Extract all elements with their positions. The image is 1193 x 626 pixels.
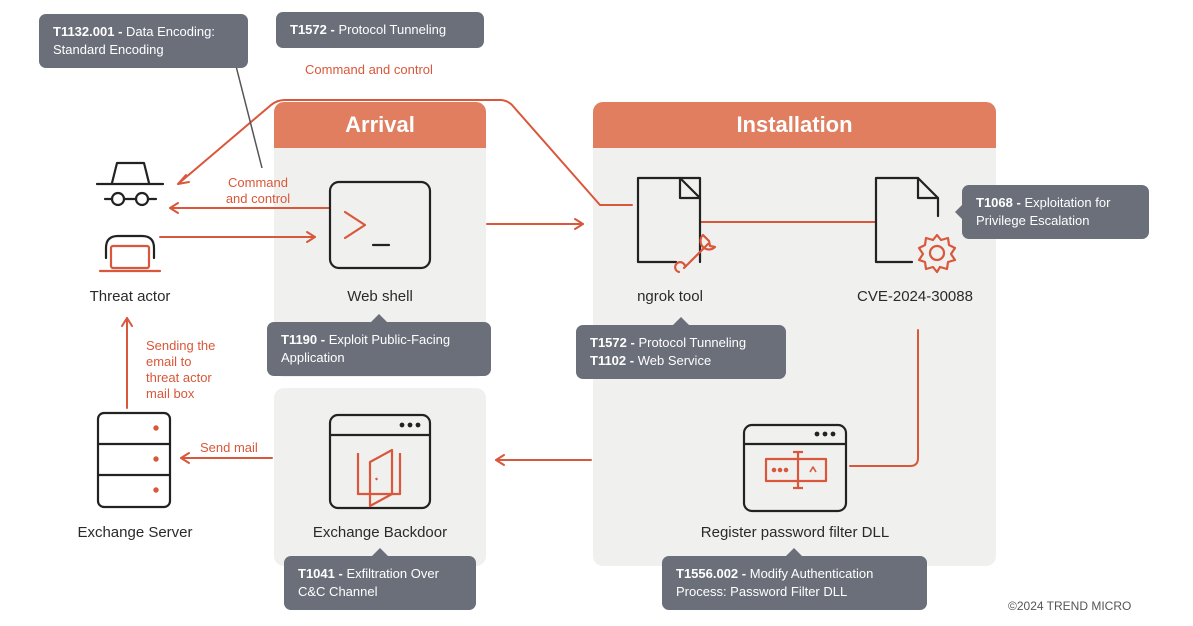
server-to-actor-arrowhead: [121, 317, 133, 327]
installation-panel-title: Installation: [593, 102, 996, 148]
cve-to-dll-connector: [849, 329, 919, 467]
technique-tag-t1572-t1102: T1572 - Protocol Tunneling T1102 - Web S…: [576, 325, 786, 379]
server-icon: [96, 411, 172, 509]
technique-tag-t1068: T1068 - Exploitation for Privilege Escal…: [962, 185, 1149, 239]
sending-email-label: Sending the email to threat actor mail b…: [146, 338, 215, 402]
technique-name: Protocol Tunneling: [338, 22, 447, 37]
technique-tag-t1572-top: T1572 - Protocol Tunneling: [276, 12, 484, 48]
file-wrench-icon: [636, 176, 717, 274]
c2-left-line-1: Command: [228, 175, 288, 190]
technique-name: Exploit Public-Facing: [328, 332, 451, 347]
technique-id: T1132.001: [53, 24, 115, 39]
web-shell-label: Web shell: [347, 288, 413, 305]
technique-tag-t1190: T1190 - Exploit Public-Facing Applicatio…: [267, 322, 491, 376]
exchange-backdoor-panel: [274, 388, 486, 566]
technique-id: T1572: [590, 335, 627, 350]
cve-label: CVE-2024-30088: [857, 288, 973, 305]
window-door-icon: [328, 413, 432, 510]
sending-line-4: mail box: [146, 386, 195, 401]
copyright: ©2024 TREND MICRO: [1008, 599, 1132, 613]
c2-left-line-2: and control: [225, 191, 291, 206]
technique-name: Protocol Tunneling: [638, 335, 747, 350]
technique-id: T1102: [590, 353, 627, 368]
technique-tag-t1041: T1041 - Exfiltration Over C&C Channel: [284, 556, 476, 610]
t1132-pointer: [235, 65, 263, 169]
technique-name-cont: Application: [281, 350, 345, 365]
technique-id: T1572: [290, 22, 327, 37]
technique-name: Exfiltration Over: [346, 566, 439, 581]
technique-id: T1190: [281, 332, 318, 347]
technique-tag-t1132: T1132.001 - Data Encoding: Standard Enco…: [39, 14, 248, 68]
c2-top-arrowhead: [177, 174, 190, 185]
technique-name: Modify Authentication: [749, 566, 874, 581]
technique-id: T1041: [298, 566, 335, 581]
installation-to-backdoor-arrowhead: [495, 454, 505, 466]
technique-id: T1068: [976, 195, 1013, 210]
sending-line-1: Sending the: [146, 338, 216, 353]
technique-name-cont: Privilege Escalation: [976, 213, 1090, 228]
window-password-icon: [742, 423, 848, 513]
exchange-backdoor-label: Exchange Backdoor: [312, 524, 448, 541]
c2-top-label: Command and control: [305, 62, 433, 77]
exchange-server-label: Exchange Server: [77, 524, 193, 541]
c2-left-arrowhead: [169, 202, 179, 214]
send-mail-label: Send mail: [200, 440, 258, 455]
technique-name: Exploitation for: [1024, 195, 1111, 210]
technique-name-cont: Standard Encoding: [53, 42, 164, 57]
hacker-icon: [95, 161, 165, 273]
technique-name-cont: C&C Channel: [298, 584, 378, 599]
actor-to-webshell-arrowhead: [306, 231, 316, 243]
technique-name-cont: Process: Password Filter DLL: [676, 584, 848, 599]
sending-line-3: threat actor: [146, 370, 212, 385]
c2-top-connector: [177, 99, 633, 206]
c2-left-label: Command and control: [218, 175, 298, 207]
terminal-icon: [328, 180, 432, 270]
technique-tag-t1556: T1556.002 - Modify Authentication Proces…: [662, 556, 927, 610]
technique-name: Web Service: [637, 353, 712, 368]
arrival-panel-title: Arrival: [274, 102, 486, 148]
register-dll-label: Register password filter DLL: [700, 524, 890, 541]
threat-actor-label: Threat actor: [89, 288, 171, 305]
technique-name: Data Encoding:: [126, 24, 215, 39]
arrival-to-installation-arrowhead: [574, 218, 584, 230]
sending-line-2: email to: [146, 354, 192, 369]
backdoor-to-server-arrowhead: [180, 452, 190, 464]
technique-id: T1556.002: [676, 566, 739, 581]
file-gear-icon: [874, 176, 957, 274]
ngrok-tool-label: ngrok tool: [637, 288, 703, 305]
